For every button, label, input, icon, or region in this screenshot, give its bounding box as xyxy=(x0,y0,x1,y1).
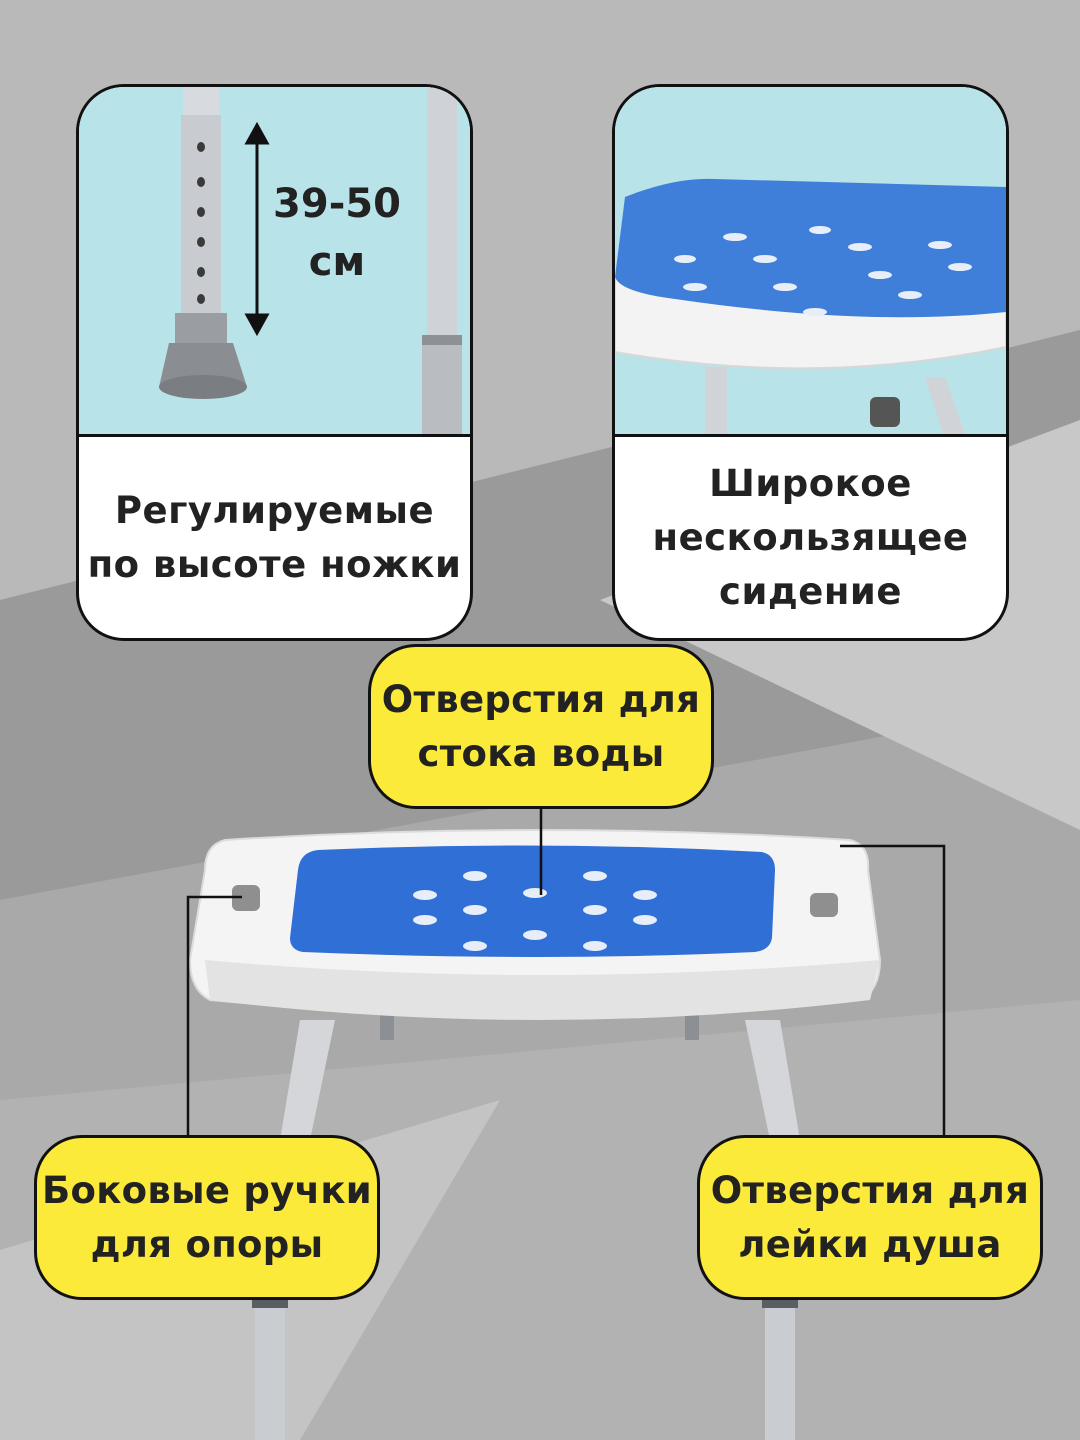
seat-caption-line-2: нескользящее xyxy=(652,515,969,559)
callout-side-handles: Боковые ручки для опоры xyxy=(34,1135,380,1300)
feature-card-wide-seat: Широкое нескользящее сидение xyxy=(612,84,1009,641)
callout-drain-line-1: Отверстия для xyxy=(381,677,701,721)
callout-shower-line-2: лейки душа xyxy=(738,1222,1002,1266)
callout-handles-line-2: для опоры xyxy=(90,1222,324,1266)
callout-handles-line-1: Боковые ручки xyxy=(42,1168,372,1212)
seat-caption-line-1: Широкое xyxy=(709,461,912,505)
callout-shower-line-1: Отверстия для xyxy=(710,1168,1030,1212)
legs-caption: Регулируемые по высоте ножки xyxy=(79,437,470,638)
legs-caption-line-1: Регулируемые xyxy=(114,488,435,532)
callout-drain-holes: Отверстия для стока воды xyxy=(368,644,714,809)
seat-caption-line-3: сидение xyxy=(719,569,902,613)
height-range-value: 39-50 xyxy=(273,181,401,227)
leg-photo xyxy=(79,87,470,437)
feature-card-adjustable-legs: 39-50 см Регулируемые по высоте ножки xyxy=(76,84,473,641)
height-range-unit: см xyxy=(308,239,366,285)
legs-caption-line-2: по высоте ножки xyxy=(87,542,462,586)
seat-caption: Широкое нескользящее сидение xyxy=(615,437,1006,638)
seat-photo xyxy=(615,87,1006,437)
callout-shower-holder: Отверстия для лейки душа xyxy=(697,1135,1043,1300)
height-range-label: 39-50 см xyxy=(267,175,407,291)
callout-drain-line-2: стока воды xyxy=(417,731,665,775)
